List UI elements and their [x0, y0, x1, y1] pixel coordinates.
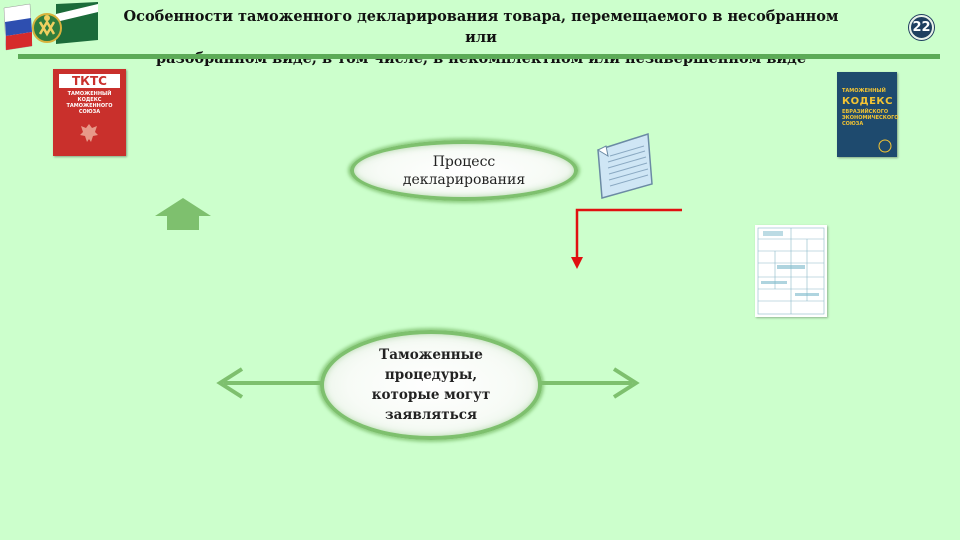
red-flow-arrow [571, 208, 682, 269]
page-title: Особенности таможенного декларирования т… [108, 6, 854, 69]
process-line-2: декларирования [402, 171, 526, 188]
procedures-line-1: Таможенные [379, 347, 483, 363]
title-line-1: Особенности таможенного декларирования т… [123, 8, 839, 46]
customs-code-eaeu-book: ТАМОЖЕННЫЙ КОДЕКС ЕВРАЗИЙСКОГО ЭКОНОМИЧЕ… [837, 72, 899, 157]
book-eaeu-line2: КОДЕКС [842, 96, 893, 107]
customs-procedures-oval: Таможенные процедуры, которые могут заяв… [320, 330, 542, 440]
customs-code-customs-union-book: ТКТС ТАМОЖЕННЫЙ КОДЕКС ТАМОЖЕННОГО СОЮЗА [53, 69, 126, 156]
book-tktc-title: ТКТС [59, 74, 120, 88]
header-divider [18, 54, 940, 59]
up-arrow-icon [155, 198, 211, 230]
document-icon [596, 132, 653, 199]
book-eaeu-line1: ТАМОЖЕННЫЙ [842, 88, 886, 94]
procedures-line-4: заявляться [385, 407, 477, 423]
process-line-1: Процесс [432, 153, 496, 170]
eagle-emblem-icon [80, 124, 98, 142]
customs-emblem-logo [3, 2, 98, 51]
declaration-process-oval: Процесс декларирования [350, 140, 578, 201]
customs-declaration-form-image [755, 225, 827, 317]
procedures-line-2: процедуры, [384, 367, 478, 383]
page-number-badge: 22 [909, 15, 934, 40]
eaeu-emblem-icon [878, 139, 892, 153]
book-tktc-subtitle: ТАМОЖЕННЫЙ КОДЕКС ТАМОЖЕННОГО СОЮЗА [66, 91, 113, 115]
procedures-line-3: которые могут [371, 387, 491, 403]
book-eaeu-line3: ЕВРАЗИЙСКОГО ЭКОНОМИЧЕСКОГО СОЮЗА [842, 109, 899, 127]
